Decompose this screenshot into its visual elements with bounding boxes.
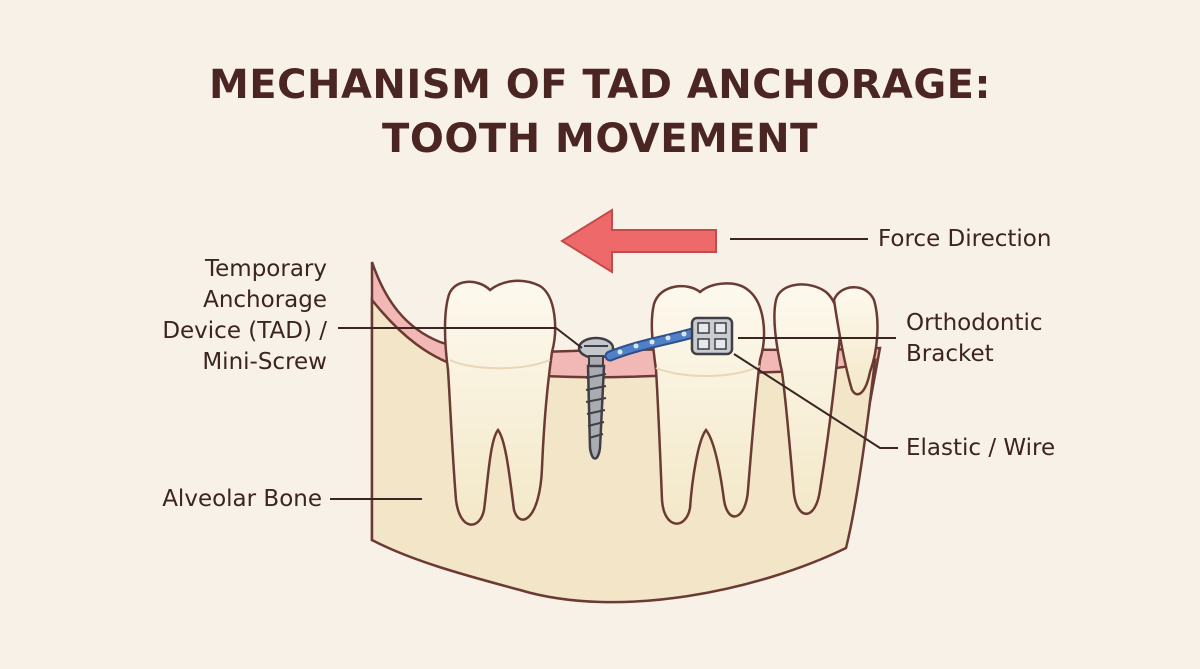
left-molar-tooth	[443, 279, 557, 526]
elastic-label: Elastic / Wire	[906, 435, 1056, 461]
tad-label-line-4: Mini-Screw	[202, 349, 327, 375]
premolar-tooth	[773, 283, 842, 515]
tad-label-line-3: Device (TAD) /	[162, 318, 327, 344]
tad-label-line-1: Temporary	[205, 256, 327, 282]
title-line-2: TOOTH MOVEMENT	[382, 116, 818, 162]
diagram-title: MECHANISM OF TAD ANCHORAGE: TOOTH MOVEME…	[0, 58, 1200, 166]
elastic-chain	[604, 326, 702, 362]
force-direction-label: Force Direction	[878, 226, 1052, 252]
title-line-1: MECHANISM OF TAD ANCHORAGE:	[208, 62, 991, 108]
right-molar-tooth	[650, 282, 766, 525]
mini-screw	[577, 336, 615, 460]
tad-label: Temporary Anchorage Device (TAD) / Mini-…	[120, 254, 327, 378]
force-direction-arrow	[560, 208, 717, 274]
incisor-tooth	[832, 286, 879, 396]
tad-label-line-2: Anchorage	[203, 287, 327, 313]
bracket-label-line-1: Orthodontic	[906, 310, 1043, 336]
bone-label: Alveolar Bone	[162, 486, 322, 512]
bracket-label: Orthodontic Bracket	[906, 308, 1043, 370]
bracket-label-line-2: Bracket	[906, 341, 994, 367]
tad-leader	[338, 327, 583, 349]
orthodontic-bracket	[690, 316, 734, 356]
elastic-leader	[733, 353, 898, 449]
